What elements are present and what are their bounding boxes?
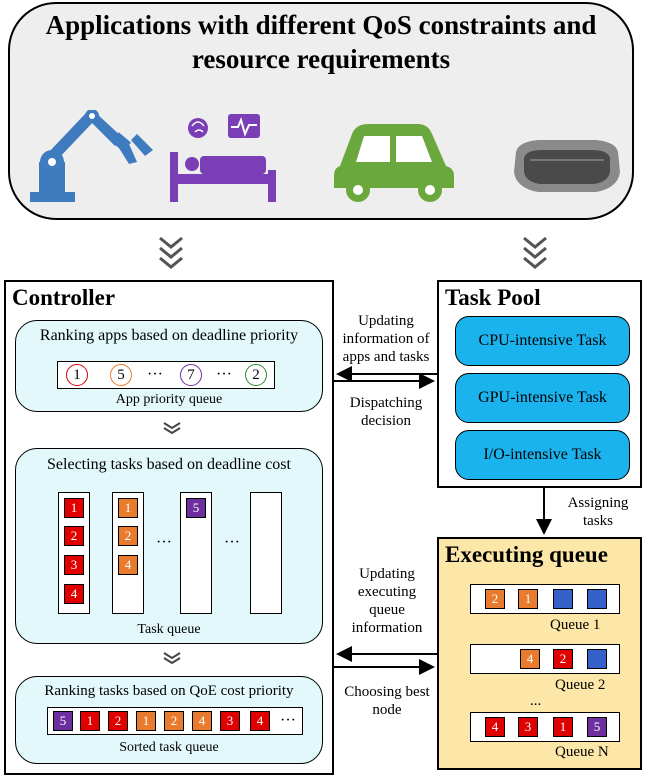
task-block: 4 <box>520 649 540 669</box>
sorted-task-queue-caption: Sorted task queue <box>119 740 219 755</box>
chevron-down-icon <box>159 236 183 269</box>
app-item: 5 <box>110 364 132 386</box>
task-block: 5 <box>53 711 73 731</box>
choosing-label: Choosing best node <box>344 684 430 718</box>
dispatching-label: Dispatching decision <box>349 395 423 429</box>
queue-1-label: Queue 1 <box>550 617 601 633</box>
task-block: 1 <box>518 589 538 609</box>
task-block: 2 <box>118 526 138 546</box>
controller-title: Controller <box>12 285 116 310</box>
task-block: 2 <box>64 526 84 546</box>
queue-n-label: Queue N <box>555 744 609 760</box>
task-block: 2 <box>485 589 505 609</box>
ellipsis: ··· <box>216 366 232 383</box>
task-block: 1 <box>136 711 156 731</box>
task-block: 1 <box>118 498 138 518</box>
applications-title: Applications with different QoS constrai… <box>45 10 597 74</box>
updating-exec-label: Updating executing queue information <box>351 566 423 636</box>
task-block: 4 <box>118 555 138 575</box>
chevron-down-icon <box>163 652 181 665</box>
task-block <box>553 589 573 609</box>
task-block: 2 <box>553 649 573 669</box>
app-item: 1 <box>66 364 88 386</box>
task-pool-title: Task Pool <box>445 285 541 310</box>
task-block: 3 <box>220 711 240 731</box>
rank-tasks-title: Ranking tasks based on QoE cost priority <box>44 683 294 699</box>
task-column <box>250 492 282 614</box>
ellipsis: ... <box>530 693 542 709</box>
task-block: 3 <box>518 717 538 737</box>
task-block: 5 <box>587 717 607 737</box>
gpu-task-pill: GPU-intensive Task <box>455 373 630 423</box>
ellipsis: ··· <box>147 366 163 383</box>
task-block: 5 <box>186 498 206 518</box>
robot-arm-icon <box>30 110 153 202</box>
patient-bed-monitor-icon <box>170 114 276 202</box>
rank-apps-title: Ranking apps based on deadline priority <box>39 327 299 344</box>
task-block: 4 <box>485 717 505 737</box>
task-block: 2 <box>164 711 184 731</box>
task-queue-caption: Task queue <box>137 622 201 637</box>
app-item: 7 <box>180 364 202 386</box>
task-block: 4 <box>64 584 84 604</box>
assigning-label: Assigning tasks <box>567 495 629 529</box>
task-block: 3 <box>64 555 84 575</box>
task-block: 2 <box>108 711 128 731</box>
car-icon <box>334 124 454 202</box>
queue-2-label: Queue 2 <box>555 677 606 693</box>
app-item: 2 <box>245 364 267 386</box>
app-priority-queue-caption: App priority queue <box>115 392 223 407</box>
chevron-down-icon <box>523 236 547 269</box>
chevron-down-icon <box>163 422 181 435</box>
task-block <box>587 649 607 669</box>
task-block: 1 <box>553 717 573 737</box>
updating-info-label: Updating information of apps and tasks <box>342 313 430 365</box>
ellipsis: ··· <box>224 534 240 551</box>
task-block: 1 <box>80 711 100 731</box>
ellipsis: ··· <box>156 534 172 551</box>
select-tasks-title: Selecting tasks based on deadline cost <box>47 456 291 473</box>
app-priority-queue <box>57 361 275 389</box>
vr-headset-icon <box>514 140 620 192</box>
task-block: 1 <box>64 498 84 518</box>
ellipsis: ··· <box>280 712 296 729</box>
task-block: 4 <box>192 711 212 731</box>
io-task-pill: I/O-intensive Task <box>455 430 630 480</box>
cpu-task-pill: CPU-intensive Task <box>455 316 630 366</box>
task-block <box>587 589 607 609</box>
task-block: 4 <box>250 711 270 731</box>
executing-queue-title: Executing queue <box>445 542 608 567</box>
